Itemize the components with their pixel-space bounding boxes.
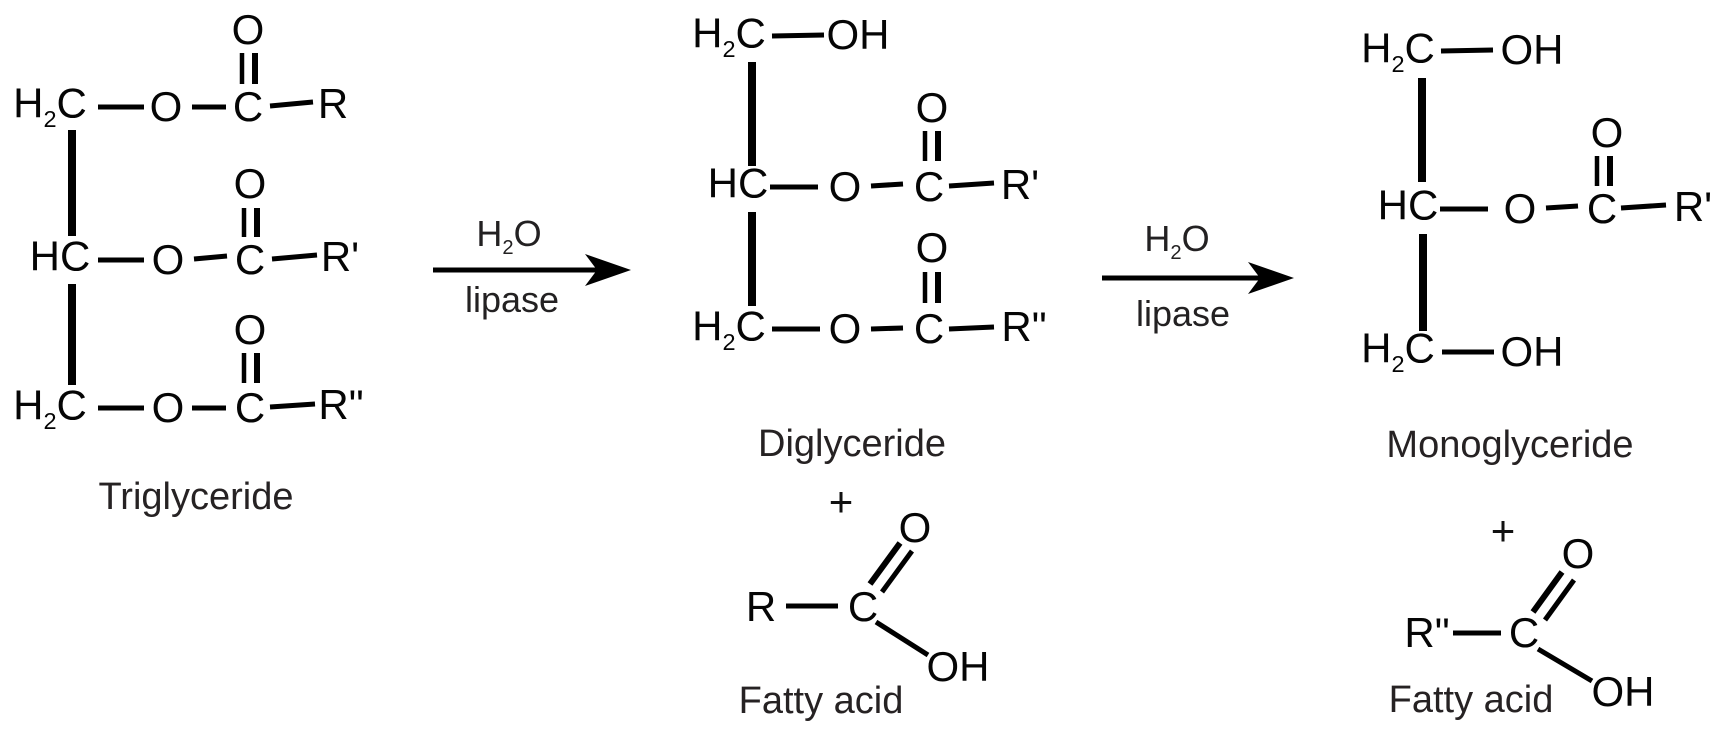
atom-ester-c: C [232, 83, 264, 130]
carbon-label: HC [707, 159, 769, 207]
bond-single [1440, 47, 1494, 54]
atom-hydroxyl: OH [1591, 668, 1655, 715]
atom-h2c: H2C [1361, 324, 1435, 377]
molecule-name-diglyceride: Diglyceride [758, 423, 946, 465]
hydrogen-label: H [692, 9, 723, 57]
hydrogen-label: H [1361, 24, 1392, 72]
atom-ester-o: O [828, 305, 862, 352]
atom-r-group: R' [1673, 183, 1713, 230]
carbon-label: C [735, 9, 766, 57]
molecule-name-fatty-acid: Fatty acid [1388, 679, 1554, 721]
atom-carbonyl-o: O [898, 504, 932, 551]
carbon-label: C [56, 79, 87, 127]
bond-single [1545, 203, 1579, 211]
carbon-label: C [735, 302, 766, 350]
subscript: 2 [1391, 50, 1405, 77]
atom-ester-c: C [913, 305, 945, 352]
carbon-label: HC [1377, 181, 1439, 229]
atom-ester-o: O [151, 384, 185, 431]
bond-single [1620, 202, 1667, 211]
atom-carboxyl-c: C [847, 583, 879, 630]
bond-single [269, 401, 316, 410]
subscript: 2 [1170, 242, 1182, 265]
atom-h2c: H2C [1361, 24, 1435, 77]
atom-ester-o: O [151, 236, 185, 283]
atom-carbonyl-o: O [1561, 530, 1595, 577]
atom-carbonyl-o: O [915, 84, 949, 131]
carbon-label: HC [29, 232, 91, 280]
atom-carbonyl-o: O [233, 160, 267, 207]
hydrogen-label: H [13, 381, 44, 429]
atom-r-group: R" [318, 381, 364, 428]
plus-sign: + [1490, 507, 1516, 554]
bond-double-line [867, 541, 903, 586]
catalyst-lipase: lipase [464, 279, 560, 320]
atom-h2c: H2C [13, 79, 87, 132]
bond-single [1536, 646, 1594, 684]
reagent-h2o: H2O [476, 212, 542, 260]
reagent-h2o: H2O [1144, 217, 1210, 265]
carbon-label: C [1404, 24, 1435, 72]
catalyst-lipase: lipase [1135, 293, 1231, 334]
subscript: 2 [722, 35, 736, 62]
atom-ester-c: C [1586, 185, 1618, 232]
atom-hc: HC [1377, 181, 1439, 234]
bond-single [771, 32, 825, 39]
bond-single [271, 252, 318, 262]
subscript: 2 [1391, 350, 1405, 377]
atom-carbonyl-o: O [1590, 109, 1624, 156]
arrow-head [585, 254, 631, 286]
atom-ester-o: O [1503, 185, 1537, 232]
atom-hc: HC [707, 159, 769, 212]
atom-h2c: H2C [13, 381, 87, 434]
atom-r-group: R [317, 80, 349, 127]
bond-single [948, 180, 995, 189]
atom-r-group: R' [320, 233, 360, 280]
atom-hydroxyl: OH [1500, 328, 1564, 375]
bond-single [874, 619, 930, 658]
atom-r-group: R [745, 583, 777, 630]
atom-hydroxyl: OH [826, 11, 890, 58]
atom-r-group: R" [1404, 609, 1450, 656]
atom-ester-o: O [149, 83, 183, 130]
subscript: 2 [43, 407, 57, 434]
bond-single [269, 99, 314, 109]
hydrogen-label: H [692, 302, 723, 350]
hydrogen-label: H [13, 79, 44, 127]
atom-carbonyl-o: O [915, 224, 949, 271]
atom-h2c: H2C [692, 302, 766, 355]
atom-h2c: H2C [692, 9, 766, 62]
bond-single [870, 181, 904, 189]
atom-ester-c: C [234, 384, 266, 431]
atom-carbonyl-o: O [231, 6, 265, 53]
atom-r-group: R' [1000, 161, 1040, 208]
hydrogen-label: H [1361, 324, 1392, 372]
atom-carboxyl-c: C [1508, 609, 1540, 656]
bond-double-line [1530, 570, 1565, 614]
carbon-label: C [1404, 324, 1435, 372]
subscript: 2 [43, 105, 57, 132]
molecule-name-triglyceride: Triglyceride [98, 476, 294, 518]
subscript: 2 [502, 237, 514, 260]
molecule-name-monoglyceride: Monoglyceride [1386, 424, 1634, 466]
atom-ester-c: C [234, 236, 266, 283]
arrow-head [1248, 262, 1294, 294]
atom-hc: HC [29, 232, 91, 285]
atom-carbonyl-o: O [233, 306, 267, 353]
molecule-name-fatty-acid: Fatty acid [738, 680, 904, 722]
atom-r-group: R" [1001, 303, 1047, 350]
bond-single [193, 253, 228, 262]
atom-ester-o: O [828, 163, 862, 210]
bond-single [948, 324, 995, 332]
atom-hydroxyl: OH [926, 643, 990, 690]
bond-double-line [879, 549, 915, 594]
atom-ester-c: C [913, 163, 945, 210]
bond-single [870, 325, 904, 332]
plus-sign: + [828, 478, 854, 525]
bond-double-line [1542, 578, 1577, 622]
atom-hydroxyl: OH [1500, 26, 1564, 73]
carbon-label: C [56, 381, 87, 429]
subscript: 2 [722, 328, 736, 355]
